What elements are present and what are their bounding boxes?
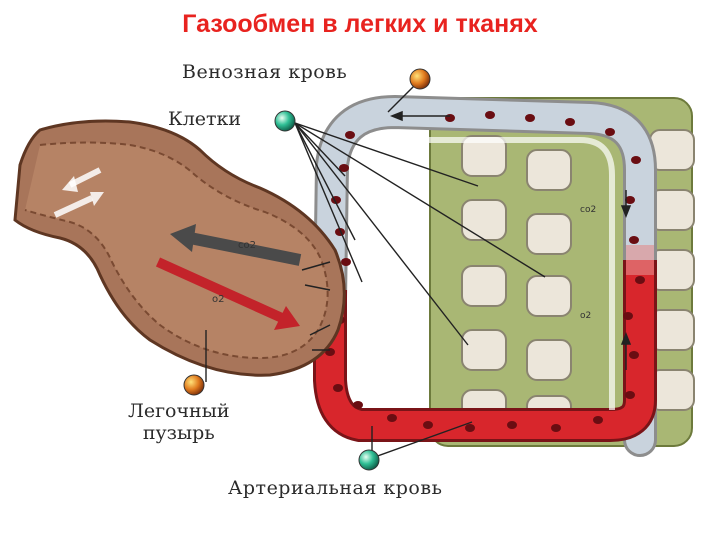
venous-marker	[409, 68, 431, 90]
blood-cell-dot	[339, 164, 349, 172]
arterial-pointer-line	[371, 421, 473, 459]
tissue-cell	[461, 199, 507, 241]
tissue-cell	[526, 339, 572, 381]
blood-cell-dot	[629, 236, 639, 244]
blood-cell-dot	[629, 351, 639, 359]
blood-cell-dot	[625, 196, 635, 204]
blood-cell-dot	[631, 156, 641, 164]
co2-alveolus-label: co2	[238, 240, 256, 251]
blood-cell-dot	[565, 118, 575, 126]
blood-cell-dot	[525, 114, 535, 122]
o2-alveolus-label: o2	[212, 294, 224, 305]
blood-cell-dot	[507, 421, 517, 429]
o2-tissue-label: o2	[580, 311, 591, 321]
venous-blood-label: Венозная кровь	[182, 61, 348, 83]
arterial-blood-label: Артериальная кровь	[228, 477, 443, 499]
tissue-cell	[526, 275, 572, 317]
capillary-venous	[313, 94, 657, 457]
tissue-cell	[461, 329, 507, 371]
slide-title: Газообмен в легких и тканях	[182, 10, 538, 38]
blood-cell-dot	[623, 312, 633, 320]
blood-cell-dot	[635, 276, 645, 284]
capillary-arterial	[313, 245, 657, 442]
flow-arrows	[389, 110, 632, 370]
blood-cell-dot	[605, 128, 615, 136]
cells-pointer-lines	[294, 122, 546, 346]
alveolus-marker	[183, 374, 205, 396]
co2-tissue-label: co2	[580, 205, 596, 215]
blood-cell-dot	[465, 424, 475, 432]
cells-marker	[274, 110, 296, 132]
tissue-cell	[526, 213, 572, 255]
blood-cell-dot	[485, 111, 495, 119]
alveolus-label: Легочный пузырь	[128, 400, 230, 444]
blood-cell-dot	[445, 114, 455, 122]
blood-cell-dot	[345, 131, 355, 139]
tissue-cell	[461, 265, 507, 307]
blood-cell-dot	[333, 384, 343, 392]
tissue-cell	[526, 149, 572, 191]
blood-cell-dot	[341, 258, 351, 266]
tissue-cell	[461, 135, 507, 177]
inner-vessel	[410, 137, 615, 410]
alveolus	[13, 119, 346, 377]
alveolus-label-line1: Легочный	[128, 400, 230, 422]
cells-label: Клетки	[168, 108, 242, 130]
blood-cell-dot	[353, 401, 363, 409]
blood-cell-dot	[423, 421, 433, 429]
blood-cell-dot	[625, 391, 635, 399]
blood-cell-dot	[387, 414, 397, 422]
blood-cell-dot	[593, 416, 603, 424]
alveolus-label-line2: пузырь	[142, 422, 215, 444]
arterial-marker	[358, 449, 380, 471]
blood-cell-dot	[551, 424, 561, 432]
